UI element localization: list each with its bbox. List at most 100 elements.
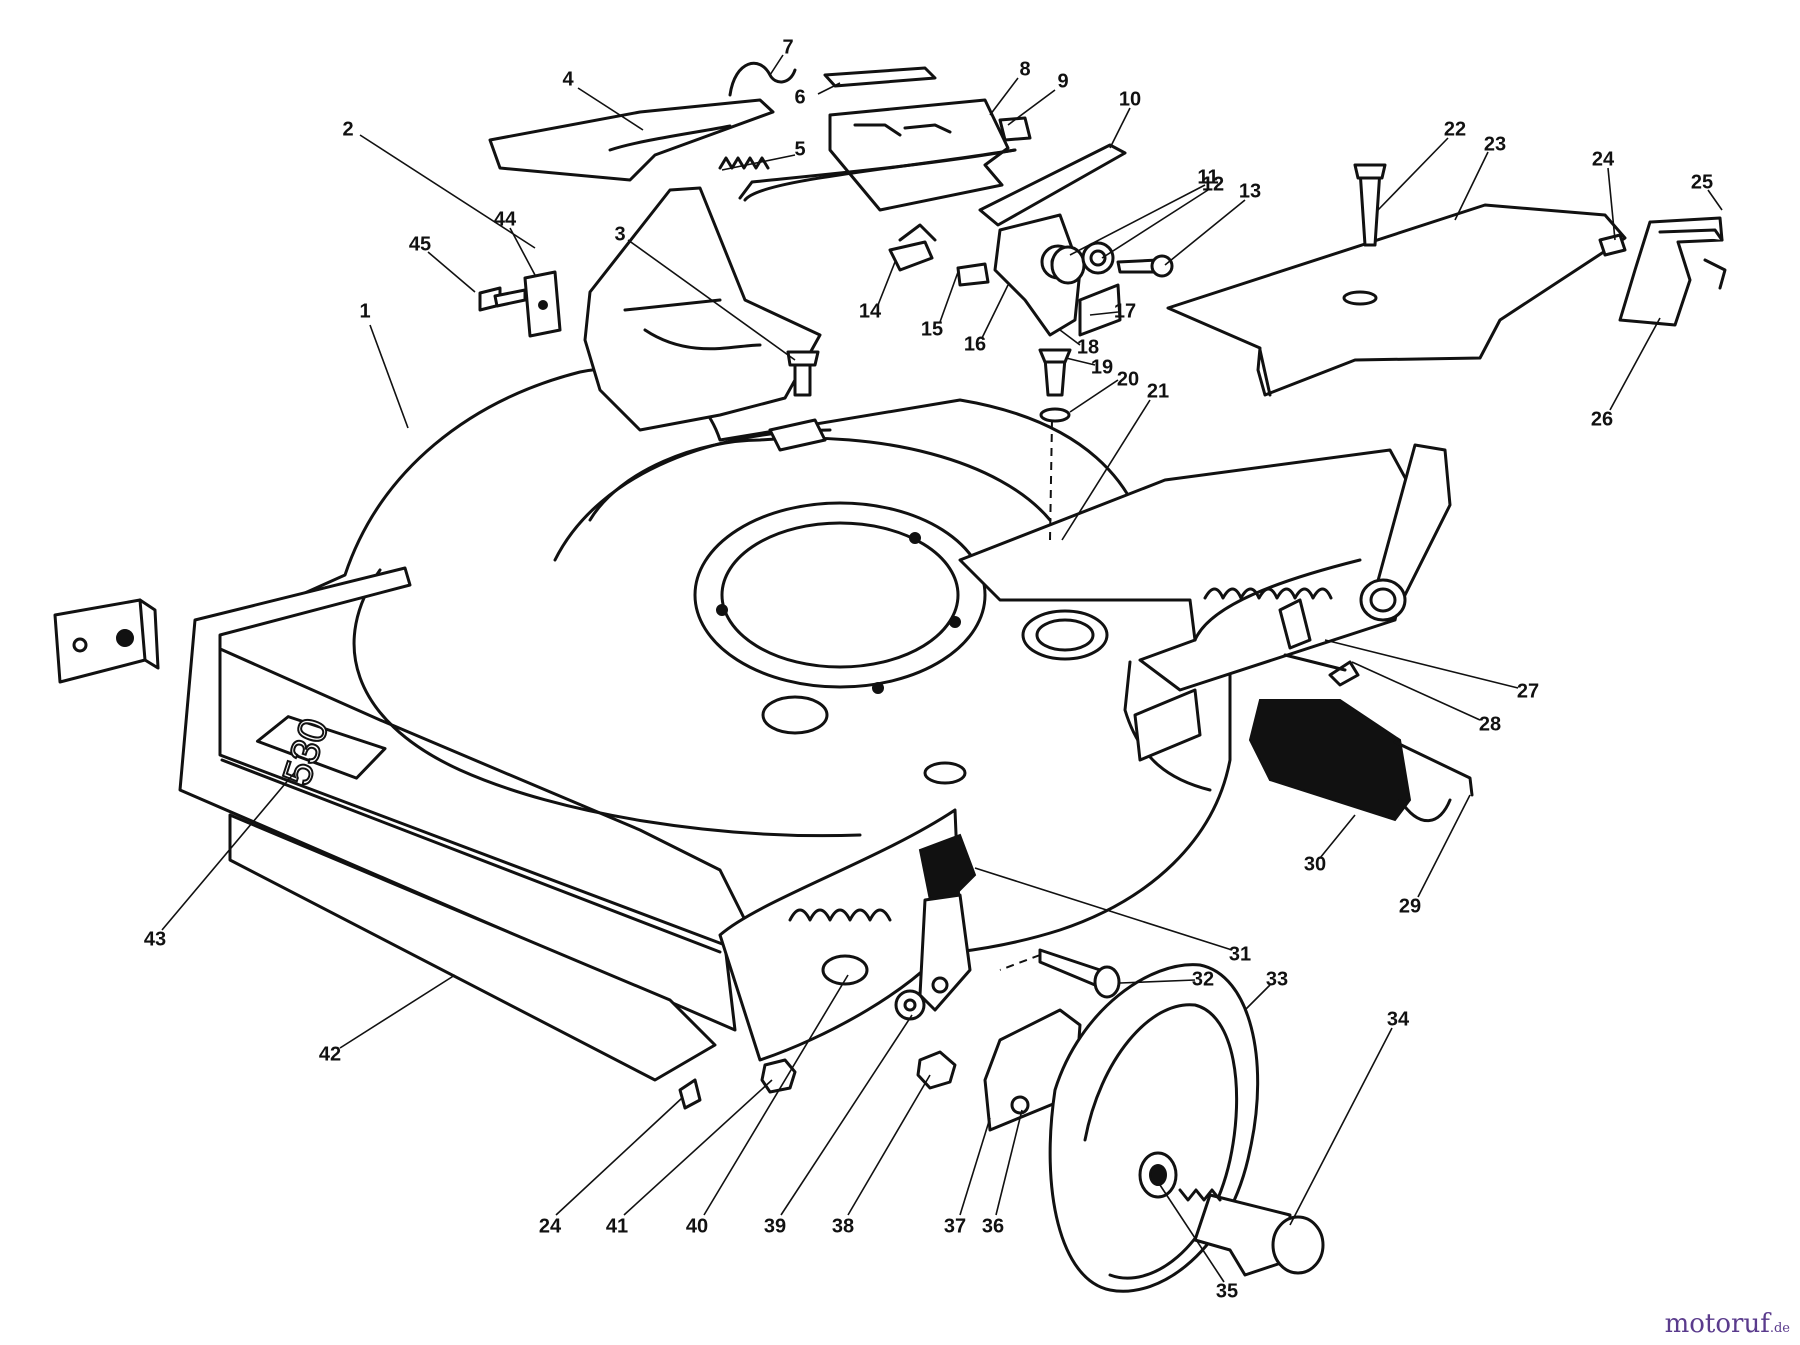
watermark-brand: motoruf bbox=[1664, 1309, 1770, 1339]
hardware bbox=[478, 163, 1627, 1110]
callout-leader-2 bbox=[359, 134, 536, 249]
callout-leader-28 bbox=[1351, 661, 1481, 721]
callout-label-17: 17 bbox=[1114, 300, 1136, 322]
callout-leader-18 bbox=[1059, 329, 1081, 346]
chute-assembly bbox=[583, 186, 827, 452]
rear-frame bbox=[958, 443, 1452, 692]
chute-door bbox=[738, 98, 1032, 212]
callout-label-42: 24 bbox=[539, 1215, 562, 1237]
hinge-bracket bbox=[1618, 216, 1727, 327]
callout-leader-14 bbox=[877, 261, 896, 306]
mower-deck bbox=[198, 367, 1232, 959]
watermark-tld: .de bbox=[1769, 1321, 1790, 1336]
callout-leader-26 bbox=[1609, 317, 1661, 411]
callout-leader-22 bbox=[1377, 137, 1449, 211]
hairpin bbox=[728, 61, 797, 97]
callout-leader-25 bbox=[1707, 189, 1723, 211]
callout-leader-34 bbox=[1289, 1027, 1393, 1226]
callout-leader-46 bbox=[427, 251, 476, 293]
callout-label-11: 11 bbox=[1197, 166, 1218, 188]
callout-label-15: 15 bbox=[921, 318, 943, 340]
callout-leader-13 bbox=[1164, 199, 1246, 266]
callout-leader-3 bbox=[627, 239, 796, 361]
callout-leader-17 bbox=[1089, 311, 1119, 316]
callout-label-9: 9 bbox=[1057, 70, 1068, 92]
callout-leader-39 bbox=[780, 1014, 913, 1216]
callout-label-19: 19 bbox=[1091, 356, 1113, 378]
chute-handle bbox=[488, 98, 775, 182]
callout-leader-9 bbox=[1007, 89, 1056, 126]
callout-leader-23 bbox=[1454, 151, 1489, 221]
callout-label-36: 36 bbox=[982, 1215, 1004, 1237]
callout-label-5: 5 bbox=[794, 138, 805, 160]
callout-leader-41 bbox=[623, 1079, 773, 1216]
callout-label-23: 23 bbox=[1484, 133, 1506, 155]
callout-leader-16 bbox=[981, 284, 1009, 339]
callout-label-44: 43 bbox=[144, 928, 166, 950]
axle bbox=[1178, 1188, 1325, 1277]
callout-label-45: 44 bbox=[494, 208, 517, 230]
rear-deflector bbox=[1166, 203, 1627, 397]
callout-leader-40 bbox=[703, 974, 849, 1216]
callout-label-16: 16 bbox=[964, 333, 986, 355]
callout-leader-35 bbox=[1159, 1184, 1225, 1283]
callout-leader-12 bbox=[1101, 189, 1209, 259]
callout-label-35: 35 bbox=[1216, 1280, 1238, 1302]
callout-label-2: 2 bbox=[342, 118, 353, 140]
watermark: motoruf.de bbox=[1665, 1309, 1790, 1339]
callout-leader-31 bbox=[974, 867, 1233, 951]
callout-leader-33 bbox=[1244, 984, 1271, 1011]
callout-leader-36 bbox=[995, 1109, 1023, 1216]
callout-label-4: 4 bbox=[562, 68, 574, 90]
callout-label-30: 30 bbox=[1304, 853, 1326, 875]
callout-leader-7 bbox=[769, 54, 784, 76]
callout-leader-11 bbox=[1069, 184, 1206, 256]
callout-leader-6 bbox=[817, 82, 841, 95]
callout-leader-4 bbox=[577, 87, 644, 131]
callout-leader-19 bbox=[1065, 357, 1096, 366]
callout-label-22: 22 bbox=[1444, 118, 1466, 140]
callout-label-18: 18 bbox=[1077, 336, 1099, 358]
callout-label-43: 42 bbox=[319, 1043, 341, 1065]
callout-label-29: 29 bbox=[1399, 895, 1421, 917]
callout-leader-10 bbox=[1109, 107, 1131, 149]
callout-leader-45 bbox=[509, 227, 536, 276]
callout-leader-20 bbox=[1069, 379, 1119, 413]
callout-leader-32 bbox=[1119, 979, 1196, 984]
callout-label-7: 7 bbox=[782, 36, 793, 58]
callout-label-38: 38 bbox=[832, 1215, 854, 1237]
callout-label-27: 27 bbox=[1517, 680, 1539, 702]
callout-label-20: 20 bbox=[1117, 368, 1139, 390]
left-rear-bracket bbox=[53, 598, 160, 684]
callout-label-37: 37 bbox=[944, 1215, 966, 1237]
callout-label-40: 40 bbox=[686, 1215, 708, 1237]
callout-leader-8 bbox=[989, 77, 1019, 116]
callout-label-25: 25 bbox=[1691, 171, 1713, 193]
callout-leader-1 bbox=[369, 324, 409, 429]
callout-label-31: 31 bbox=[1229, 943, 1251, 965]
callout-label-32: 32 bbox=[1192, 968, 1214, 990]
nut bbox=[916, 1050, 957, 1090]
callout-label-1: 1 bbox=[359, 300, 370, 322]
callout-label-12: 12 bbox=[1202, 173, 1224, 195]
callout-label-28: 28 bbox=[1479, 713, 1501, 735]
callout-label-6: 6 bbox=[794, 86, 805, 108]
callout-leader-30 bbox=[1319, 814, 1356, 859]
callout-label-39: 39 bbox=[764, 1215, 786, 1237]
rear-flap bbox=[1248, 699, 1412, 822]
front-height-bracket bbox=[718, 808, 962, 1062]
callout-label-26: 26 bbox=[1591, 408, 1613, 430]
callout-leader-21 bbox=[1061, 399, 1151, 541]
front-skirt: 530 bbox=[178, 566, 737, 1032]
door-strip bbox=[823, 66, 937, 88]
callout-leader-42 bbox=[555, 1097, 683, 1216]
callout-label-46: 45 bbox=[409, 233, 431, 255]
callout-leader-38 bbox=[847, 1074, 931, 1216]
height-lever bbox=[918, 833, 977, 1012]
callout-label-3: 3 bbox=[614, 223, 625, 245]
callout-label-41: 41 bbox=[606, 1215, 628, 1237]
callout-leader-5 bbox=[721, 154, 796, 171]
callout-leader-15 bbox=[939, 271, 959, 323]
